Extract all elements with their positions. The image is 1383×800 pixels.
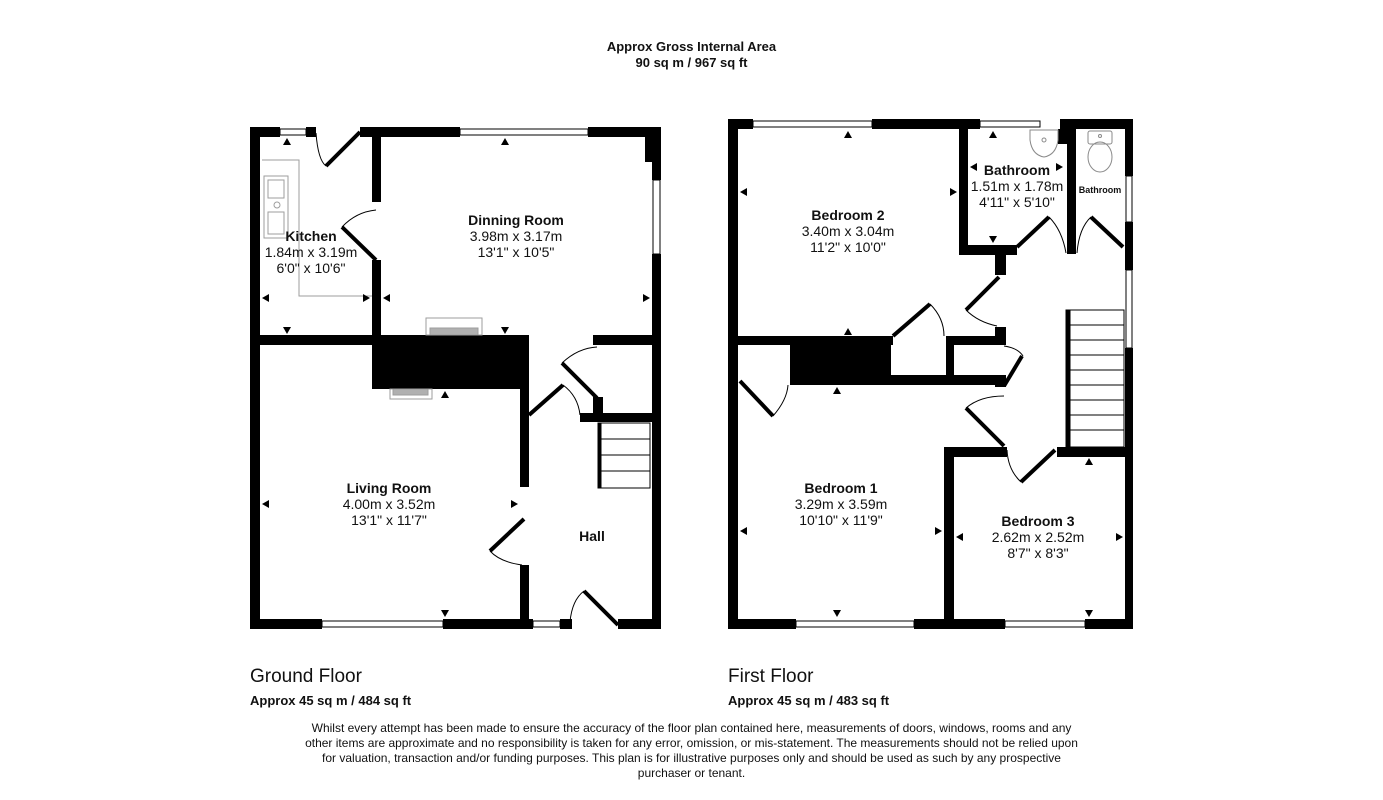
room-name: Bathroom [1078, 185, 1122, 195]
gross-area-title: Approx Gross Internal Area [606, 39, 777, 54]
room-label-living-room: Living Room 4.00m x 3.52m 13'1" x 11'7" [343, 480, 436, 528]
kitchen-fixtures [262, 159, 483, 400]
room-label-hall: Hall [579, 528, 605, 544]
room-label-bedroom-2: Bedroom 2 3.40m x 3.04m 11'2" x 10'0" [802, 207, 895, 255]
room-name: Bedroom 1 [804, 480, 878, 496]
room-metric: 2.62m x 2.52m [991, 529, 1085, 545]
first-floor-doors [738, 215, 1125, 484]
room-name: Bathroom [983, 162, 1051, 178]
ground-floor-area: Approx 45 sq m / 484 sq ft [250, 693, 412, 708]
room-label-dinning-room: Dinning Room 3.98m x 3.17m 13'1" x 10'5" [468, 212, 564, 260]
room-imperial: 13'1" x 10'5" [477, 244, 555, 260]
room-name: Dinning Room [468, 212, 564, 228]
room-label-bathroom: Bathroom 1.51m x 1.78m 4'11" x 5'10" [971, 162, 1064, 210]
room-metric: 3.40m x 3.04m [801, 223, 895, 239]
room-metric: 3.98m x 3.17m [469, 228, 563, 244]
first-floor-windows [752, 120, 1133, 628]
room-metric: 1.84m x 3.19m [264, 244, 358, 260]
ground-floor-doors [315, 130, 620, 627]
room-label-wc: Bathroom [1079, 182, 1122, 198]
room-name: Bedroom 2 [811, 207, 885, 223]
first-floor-title: First Floor [728, 666, 814, 687]
first-floor-stairs [1065, 309, 1125, 448]
room-name: Hall [579, 528, 605, 544]
room-name: Kitchen [285, 228, 337, 244]
ground-floor-stairs [597, 422, 651, 489]
ground-floor-windows [279, 128, 661, 628]
room-label-bedroom-1: Bedroom 1 3.29m x 3.59m 10'10" x 11'9" [795, 480, 888, 528]
room-metric: 1.51m x 1.78m [970, 178, 1064, 194]
ground-floor-plan [250, 127, 661, 629]
room-metric: 4.00m x 3.52m [342, 496, 436, 512]
first-floor-dimension-markers [740, 131, 1123, 617]
room-imperial: 4'11" x 5'10" [979, 194, 1055, 210]
room-name: Living Room [346, 480, 432, 496]
ground-floor-title: Ground Floor [250, 666, 362, 687]
room-imperial: 13'1" x 11'7" [351, 512, 427, 528]
room-imperial: 10'10" x 11'9" [799, 512, 883, 528]
first-floor-plan [728, 119, 1133, 629]
room-metric: 3.29m x 3.59m [794, 496, 888, 512]
room-name: Bedroom 3 [1001, 513, 1075, 529]
room-imperial: 11'2" x 10'0" [810, 239, 886, 255]
room-imperial: 6'0" x 10'6" [276, 260, 346, 276]
first-floor-area: Approx 45 sq m / 483 sq ft [728, 693, 890, 708]
gross-area-value: 90 sq m / 967 sq ft [635, 55, 748, 70]
ground-floor-dimension-markers [262, 138, 650, 617]
bathroom-fixtures [1029, 129, 1113, 173]
room-label-bedroom-3: Bedroom 3 2.62m x 2.52m 8'7" x 8'3" [992, 513, 1085, 561]
room-label-kitchen: Kitchen 1.84m x 3.19m 6'0" x 10'6" [265, 228, 358, 276]
disclaimer-text: Whilst every attempt has been made to en… [305, 721, 1078, 780]
room-imperial: 8'7" x 8'3" [1007, 545, 1069, 561]
